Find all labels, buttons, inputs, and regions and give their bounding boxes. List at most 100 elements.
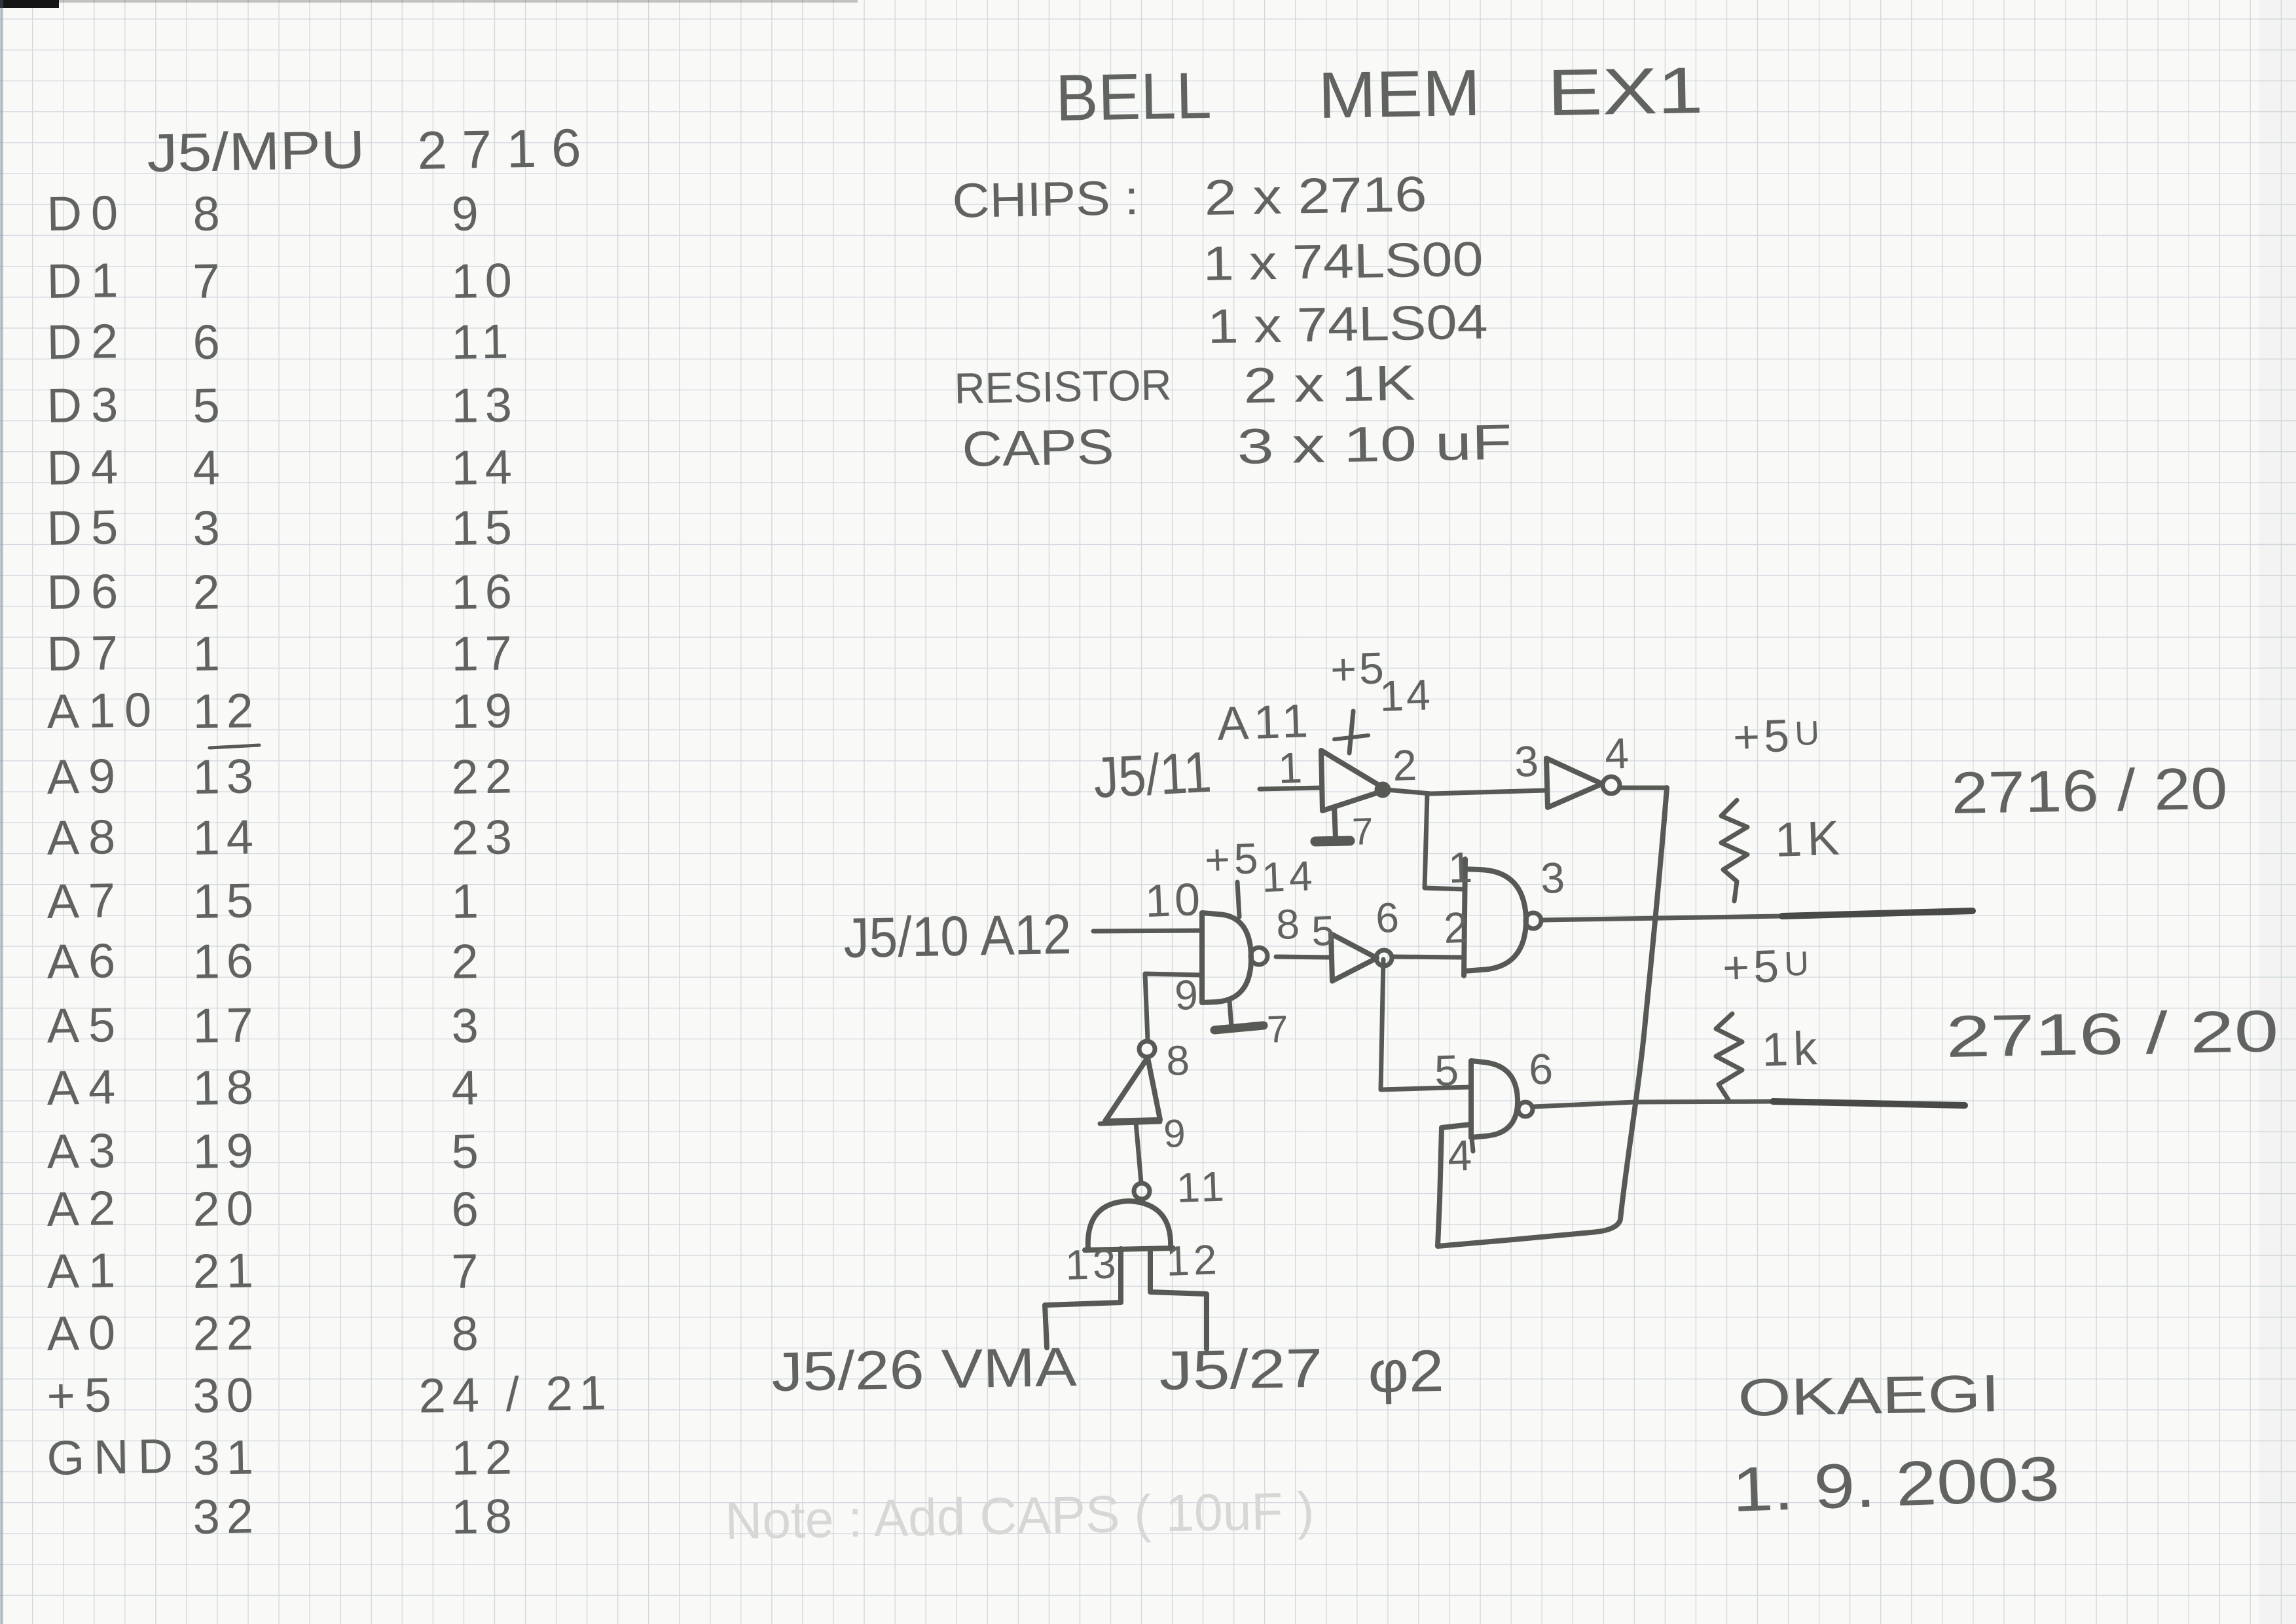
- svg-text:1k: 1k: [1761, 1022, 1823, 1077]
- svg-text:+5: +5: [46, 1367, 121, 1423]
- svg-text:19: 19: [451, 683, 519, 739]
- svg-text:5: 5: [1434, 1046, 1463, 1095]
- svg-text:18: 18: [451, 1488, 519, 1544]
- svg-text:11: 11: [1176, 1162, 1229, 1211]
- svg-text:2: 2: [1443, 903, 1472, 952]
- svg-text:22: 22: [451, 748, 519, 804]
- svg-text:14: 14: [451, 439, 519, 495]
- svg-text:D1: D1: [46, 253, 128, 308]
- svg-text:J5/27: J5/27: [1159, 1337, 1324, 1401]
- svg-text:9: 9: [1174, 971, 1203, 1019]
- svg-text:5: 5: [192, 378, 227, 433]
- svg-text:2 x 2716: 2 x 2716: [1204, 166, 1427, 226]
- svg-text:CHIPS :: CHIPS :: [952, 170, 1139, 228]
- svg-text:1 x 74LS00: 1 x 74LS00: [1203, 232, 1484, 291]
- svg-text:17: 17: [451, 625, 519, 681]
- svg-text:15: 15: [192, 873, 261, 929]
- svg-text:8: 8: [1165, 1037, 1194, 1084]
- svg-text:EX1: EX1: [1546, 54, 1704, 130]
- svg-text:A3: A3: [46, 1123, 125, 1179]
- svg-text:11: 11: [451, 314, 515, 369]
- svg-text:D0: D0: [46, 185, 128, 241]
- svg-text:φ2: φ2: [1368, 1338, 1445, 1405]
- svg-text:A4: A4: [46, 1060, 125, 1115]
- svg-text:12: 12: [192, 683, 261, 739]
- svg-text:32: 32: [192, 1488, 261, 1544]
- svg-text:+5: +5: [1732, 710, 1794, 763]
- svg-text:1: 1: [1448, 843, 1477, 892]
- svg-text:6: 6: [192, 314, 227, 369]
- svg-text:2716 / 20: 2716 / 20: [1951, 756, 2229, 826]
- svg-text:14: 14: [1379, 670, 1434, 720]
- svg-text:A6: A6: [46, 933, 125, 989]
- svg-text:2 7 1 6: 2 7 1 6: [417, 119, 582, 181]
- svg-text:3 x 10 uF: 3 x 10 uF: [1237, 415, 1512, 475]
- svg-text:Note : Add CAPS ( 10uF ): Note : Add CAPS ( 10uF ): [725, 1481, 1315, 1550]
- svg-text:30: 30: [192, 1367, 261, 1423]
- svg-text:16: 16: [192, 933, 261, 989]
- svg-text:6: 6: [1375, 894, 1404, 942]
- svg-text:5: 5: [451, 1124, 486, 1179]
- svg-text:7: 7: [192, 253, 227, 308]
- svg-text:1K: 1K: [1774, 810, 1846, 867]
- svg-text:15: 15: [451, 500, 519, 555]
- svg-text:20: 20: [192, 1181, 261, 1236]
- svg-text:10: 10: [451, 253, 519, 308]
- svg-text:6: 6: [1528, 1044, 1558, 1094]
- svg-text:16: 16: [451, 564, 519, 619]
- svg-text:18: 18: [192, 1060, 261, 1115]
- svg-text:1: 1: [1277, 743, 1307, 792]
- svg-text:A2: A2: [46, 1181, 125, 1236]
- svg-text:21: 21: [192, 1243, 261, 1299]
- svg-text:6: 6: [451, 1181, 486, 1236]
- svg-text:CAPS: CAPS: [962, 419, 1114, 477]
- svg-text:+5: +5: [1722, 940, 1783, 993]
- svg-text:13: 13: [451, 377, 519, 433]
- svg-text:2716 / 20: 2716 / 20: [1946, 999, 2280, 1070]
- svg-text:MEM: MEM: [1317, 56, 1481, 132]
- svg-text:12: 12: [451, 1430, 519, 1485]
- svg-text:8: 8: [1275, 900, 1304, 948]
- svg-text:1: 1: [451, 874, 486, 929]
- svg-text:+5: +5: [1204, 834, 1263, 884]
- svg-text:1. 9. 2003: 1. 9. 2003: [1731, 1444, 2060, 1525]
- svg-text:A8: A8: [46, 809, 125, 865]
- svg-text:D4: D4: [46, 439, 128, 495]
- svg-text:A7: A7: [46, 873, 125, 929]
- svg-text:22: 22: [192, 1305, 261, 1361]
- svg-text:BELL: BELL: [1055, 59, 1212, 135]
- svg-text:A5: A5: [46, 997, 125, 1053]
- svg-text:J5/MPU: J5/MPU: [147, 120, 366, 183]
- svg-text:17: 17: [192, 997, 261, 1053]
- svg-text:U: U: [1783, 945, 1813, 984]
- svg-text:2: 2: [1392, 741, 1421, 790]
- svg-text:7: 7: [451, 1244, 486, 1299]
- svg-text:2 x 1K: 2 x 1K: [1243, 355, 1415, 414]
- svg-text:U: U: [1794, 714, 1824, 753]
- svg-text:1 x 74LS04: 1 x 74LS04: [1207, 295, 1488, 354]
- svg-text:7: 7: [1351, 810, 1378, 853]
- svg-text:D7: D7: [46, 625, 128, 681]
- svg-text:19: 19: [192, 1123, 261, 1179]
- svg-text:J5/26 VMA: J5/26 VMA: [771, 1336, 1078, 1403]
- svg-text:D2: D2: [46, 314, 128, 369]
- svg-text:24 / 21: 24 / 21: [418, 1365, 613, 1423]
- svg-text:GND: GND: [46, 1428, 183, 1485]
- svg-text:14: 14: [192, 809, 261, 865]
- svg-text:J5/11: J5/11: [1092, 739, 1213, 810]
- svg-text:4: 4: [1604, 729, 1633, 778]
- svg-text:10: 10: [1144, 874, 1205, 927]
- svg-text:8: 8: [192, 186, 227, 241]
- svg-text:14: 14: [1261, 852, 1317, 901]
- svg-text:2: 2: [192, 564, 227, 619]
- svg-text:A1: A1: [46, 1243, 125, 1299]
- svg-text:A0: A0: [46, 1305, 125, 1361]
- svg-text:13: 13: [192, 748, 261, 804]
- svg-text:A9: A9: [46, 748, 125, 804]
- svg-text:OKAEGI: OKAEGI: [1738, 1364, 2000, 1427]
- svg-text:7: 7: [1266, 1008, 1293, 1051]
- svg-text:+5: +5: [1330, 643, 1387, 695]
- svg-text:4: 4: [192, 440, 227, 495]
- svg-text:D6: D6: [46, 564, 128, 619]
- svg-text:9: 9: [451, 186, 486, 241]
